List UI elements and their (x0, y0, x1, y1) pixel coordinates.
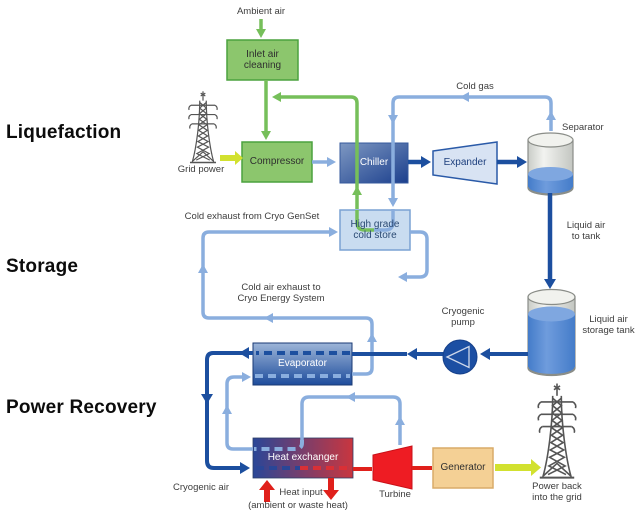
compressor-to-chiller-line (312, 157, 336, 167)
high-grade-cold-store-label: High grade cold store (350, 218, 400, 242)
compressor-box (241, 141, 313, 183)
ambient-air-line (256, 19, 266, 38)
heat-output-down-arrow (323, 478, 339, 500)
section-storage: Storage (6, 256, 79, 277)
cold-store-outlet-line (398, 230, 429, 282)
inlet-air-cleaning-box (226, 39, 299, 81)
heat-input-sub-label: (ambient or waste heat) (248, 500, 348, 511)
power-back-tower-icon (537, 382, 577, 479)
compressor-label: Compressor (249, 156, 305, 168)
cryogenic-air-line (201, 347, 253, 474)
cold-gas-line (388, 92, 556, 207)
cryogenic-pump-label: Cryogenic pump (441, 306, 485, 329)
liquid-air-to-tank-label: Liquid air to tank (566, 220, 606, 243)
expander-to-separator-line (497, 156, 527, 168)
turbine-label: Turbine (379, 489, 411, 500)
liquid-air-storage-tank-label: Liquid air storage tank (582, 314, 635, 337)
heat-input-label: Heat input (279, 487, 323, 498)
separator-label: Separator (562, 122, 604, 133)
inlet-air-cleaning-label: Inlet air cleaning (243, 48, 282, 72)
turbine-shape (372, 445, 413, 490)
heat-input-up-arrow (259, 480, 275, 502)
cold-riser-to-evaporator-line (222, 372, 253, 451)
generator-box (432, 447, 494, 489)
expander-shape (432, 141, 498, 185)
liquid-air-storage-tank-vessel (527, 288, 576, 377)
section-power-recovery: Power Recovery (6, 397, 157, 418)
separator-vessel (527, 132, 574, 196)
generator-label: Generator (440, 462, 486, 474)
cold-exhaust-genset-label: Cold exhaust from Cryo GenSet (184, 211, 320, 222)
grid-power-tower-icon (188, 90, 218, 164)
grid-power-arrow (220, 151, 243, 165)
cryogenic-pump-icon (442, 339, 478, 375)
grid-power-label: Grid power (177, 164, 225, 175)
turbine-exhaust-line (300, 392, 405, 445)
liquid-air-to-tank-line (544, 193, 556, 289)
evaporator-label: Evaporator (278, 358, 327, 370)
cold-store-u-turn-blue (374, 209, 395, 232)
chiller-to-expander-line (408, 156, 431, 168)
section-liquefaction: Liquefaction (6, 122, 122, 143)
expander-label: Expander (443, 157, 487, 169)
heat-exchanger-cold-pass-line (254, 440, 304, 451)
cold-air-exhaust-label: Cold air exhaust to Cryo Energy System (237, 282, 325, 305)
cold-store-u-turn-green (355, 210, 374, 232)
power-back-label: Power back into the grid (532, 481, 582, 504)
cold-gas-label: Cold gas (456, 81, 494, 92)
cryogenic-air-label: Cryogenic air (173, 482, 229, 493)
ambient-air-label: Ambient air (236, 6, 286, 17)
inlet-to-compressor-line (261, 80, 271, 140)
power-back-arrow (495, 459, 541, 476)
heat-exchanger-label: Heat exchanger (267, 452, 339, 464)
cold-recycle-return-line (272, 92, 362, 209)
cold-exhaust-loop-line (198, 227, 377, 376)
chiller-box (339, 142, 409, 184)
chiller-label: Chiller (359, 157, 389, 169)
tank-to-pump-to-evaporator-line (352, 348, 528, 360)
